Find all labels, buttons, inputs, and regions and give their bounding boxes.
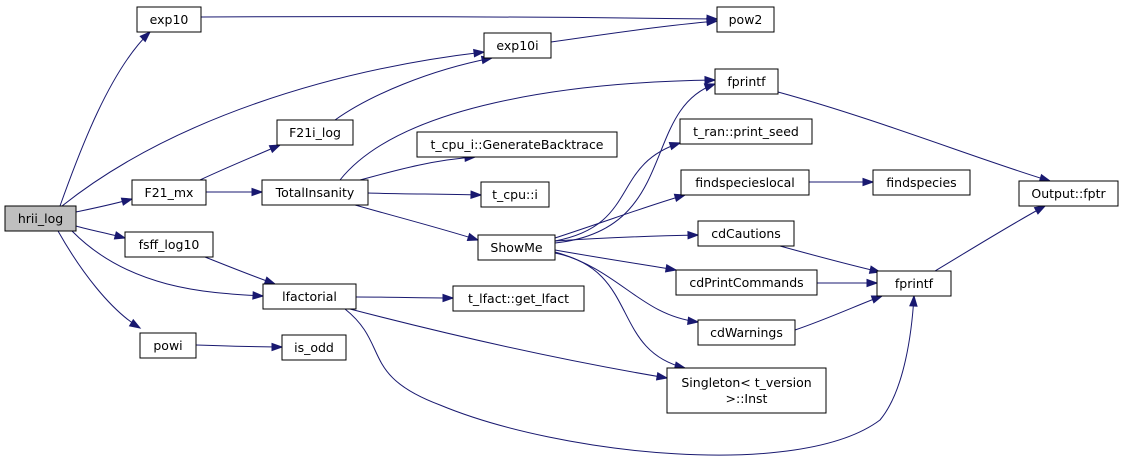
edge-findspecieslocal-to-findspecies <box>809 177 875 187</box>
edge-hrii_log-to-fsff_log10 <box>75 225 127 240</box>
edge-hrii_log-to-lfactorial <box>71 230 265 300</box>
edge-hrii_log-to-exp10i <box>61 48 486 207</box>
edge-exp10i-to-pow2 <box>550 17 719 43</box>
node-label: Output::fptr <box>1031 186 1106 201</box>
node-generatebacktrace[interactable]: t_cpu_i::GenerateBacktrace <box>416 131 618 158</box>
edge-F21_mx-to-F21i_log <box>199 144 282 181</box>
edge-hrii_log-to-exp10 <box>59 30 152 207</box>
edge-fprintf_top-to-Output_fptr <box>777 91 1052 183</box>
node-cdwarnings[interactable]: cdWarnings <box>697 319 796 346</box>
node-output-fptr[interactable]: Output::fptr <box>1018 180 1119 207</box>
edge-lfactorial-to-get_lfact <box>355 293 455 303</box>
node-findspecieslocal[interactable]: findspecieslocal <box>680 169 810 196</box>
node-powi[interactable]: powi <box>139 332 197 359</box>
edge-TotalInsanity-to-t_cpu_i <box>367 190 483 200</box>
edge-ShowMe-to-t_ran_print_seed <box>554 142 682 242</box>
node-t-ran-print-seed[interactable]: t_ran::print_seed <box>679 118 813 145</box>
node-label: ShowMe <box>490 240 543 255</box>
node-cdprintcommands[interactable]: cdPrintCommands <box>675 269 818 296</box>
edge-ShowMe-to-findspecieslocal <box>554 193 687 239</box>
node-label: Singleton< t_version <box>681 375 811 390</box>
node-findspecies[interactable]: findspecies <box>872 169 971 196</box>
edge-TotalInsanity-to-ShowMe <box>354 204 480 241</box>
node-label: pow2 <box>729 12 763 27</box>
edge-F21i_log-to-exp10i <box>334 55 494 121</box>
node-label: hrii_log <box>18 211 63 226</box>
edge-F21_mx-to-TotalInsanity <box>205 187 264 197</box>
edge-fprintf_mid-to-Output_fptr <box>934 205 1047 272</box>
edge-lfactorial-to-Singleton <box>349 308 669 381</box>
node-cdcautions[interactable]: cdCautions <box>697 220 795 247</box>
node-label: F21i_log <box>289 125 341 140</box>
node-fsff-log10[interactable]: fsff_log10 <box>124 231 214 258</box>
node-label: lfactorial <box>282 289 337 304</box>
node-f21i-log[interactable]: F21i_log <box>276 119 354 146</box>
node-label: TotalInsanity <box>275 185 355 200</box>
edge-ShowMe-to-fprintf_top <box>554 83 717 244</box>
node-label: t_cpu::i <box>492 187 538 202</box>
edge-exp10-to-pow2 <box>200 14 719 24</box>
edge-TotalInsanity-to-GenerateBacktrace <box>359 153 477 181</box>
edge-ShowMe-to-cdPrintCommands <box>554 249 678 273</box>
node-label: fsff_log10 <box>139 237 200 252</box>
node-label: cdPrintCommands <box>689 275 803 290</box>
node-label: fprintf <box>895 276 934 291</box>
edge-TotalInsanity-to-fprintf_top <box>339 75 717 181</box>
edge-powi-to-is_odd <box>195 342 284 352</box>
node-label: t_cpu_i::GenerateBacktrace <box>430 137 603 152</box>
edge-lfactorial-to-fprintf_mid <box>344 294 918 456</box>
edge-hrii_log-to-F21_mx <box>75 197 134 213</box>
node-label: findspecieslocal <box>695 175 795 190</box>
node-pow2[interactable]: pow2 <box>716 6 775 33</box>
node-label: t_lfact::get_lfact <box>468 291 569 306</box>
edge-ShowMe-to-cdCautions <box>554 230 700 242</box>
node-lfactorial[interactable]: lfactorial <box>262 283 357 310</box>
edge-cdCautions-to-fprintf_mid <box>779 245 882 274</box>
node-label: F21_mx <box>145 185 194 200</box>
node-is-odd[interactable]: is_odd <box>281 334 347 361</box>
node-label: >::Inst <box>726 391 768 406</box>
edge-hrii_log-to-powi <box>57 230 142 329</box>
node-f21-mx[interactable]: F21_mx <box>131 179 207 206</box>
node-exp10[interactable]: exp10 <box>136 6 202 33</box>
node-label: cdWarnings <box>710 325 783 340</box>
node-showme[interactable]: ShowMe <box>477 234 556 261</box>
node-label: exp10i <box>496 38 538 53</box>
node-label: is_odd <box>294 340 334 355</box>
node-label: t_ran::print_seed <box>693 124 799 139</box>
node-t-cpu-i[interactable]: t_cpu::i <box>480 181 550 208</box>
node-singleton[interactable]: Singleton< t_version>::Inst <box>666 367 827 414</box>
node-exp10i[interactable]: exp10i <box>483 32 552 59</box>
edge-cdPrintCommands-to-fprintf_mid <box>816 278 879 288</box>
node-label: cdCautions <box>711 226 781 241</box>
edge-cdWarnings-to-fprintf_mid <box>794 295 884 331</box>
edge-fsff_log10-to-lfactorial <box>204 256 277 285</box>
node-hrii-log[interactable]: hrii_log <box>4 205 77 232</box>
node-fprintf-mid[interactable]: fprintf <box>876 270 952 297</box>
node-label: powi <box>153 338 182 353</box>
node-fprintf-top[interactable]: fprintf <box>714 68 779 95</box>
node-label: fprintf <box>727 74 766 89</box>
node-label: exp10 <box>150 12 189 27</box>
node-totalinsanity[interactable]: TotalInsanity <box>261 179 369 206</box>
node-label: findspecies <box>886 175 956 190</box>
node-get-lfact[interactable]: t_lfact::get_lfact <box>452 285 585 312</box>
